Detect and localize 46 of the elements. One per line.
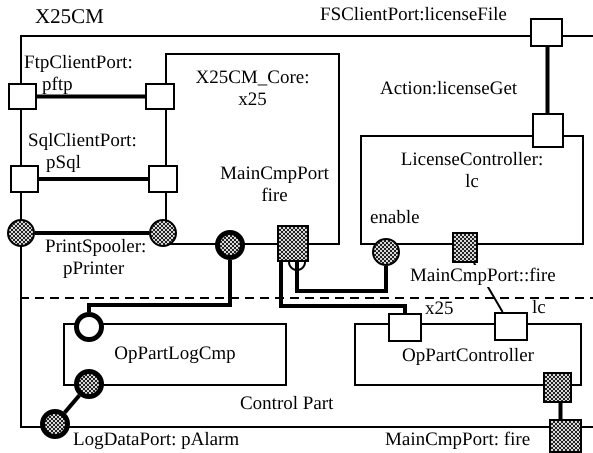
port-label: FtpClientPort: pftp [24, 52, 134, 96]
port-square [549, 419, 582, 453]
port-circle [372, 238, 400, 266]
connector [546, 47, 550, 113]
port-circle [40, 409, 70, 439]
port-label: FSClientPort:licenseFile [320, 4, 507, 26]
port-label: SqlClientPort: pSql [28, 130, 138, 174]
port-square [530, 18, 563, 47]
port-label: MainCmpPort fire [219, 163, 330, 207]
port-label: Action:licenseGet [380, 78, 518, 100]
port-circle [74, 312, 104, 342]
port-square [532, 113, 564, 148]
port-circle [74, 369, 104, 399]
port-square [145, 83, 175, 110]
port-label: x25 [425, 298, 454, 320]
part-name: OpPartController [401, 345, 535, 367]
connector [558, 403, 562, 419]
port-circle [215, 230, 245, 260]
component-title: X25CM [35, 5, 104, 27]
port-label: PrintSpooler: pPrinter [45, 236, 148, 280]
port-label: lc [532, 297, 546, 319]
port-circle [149, 219, 177, 247]
port-square [277, 225, 309, 262]
port-circle [7, 219, 35, 247]
connector [63, 394, 81, 414]
port-label: enable [370, 207, 420, 229]
connector [87, 260, 232, 312]
connector [279, 262, 407, 313]
port-square [148, 165, 178, 193]
port-square [543, 372, 572, 403]
connector [35, 231, 149, 235]
port-square [8, 83, 37, 110]
port-square [452, 232, 478, 263]
socket-connector [288, 261, 388, 293]
part-name: LicenseController: lc [400, 149, 544, 193]
port-label: LogDataPort: pAlarm [73, 429, 240, 451]
port-label: MainCmpPort::fire [410, 265, 556, 287]
port-label: MainCmpPort: fire [385, 429, 530, 451]
part-name: OpPartLogCmp [113, 343, 237, 365]
part-name: X25CM_Core: x25 [194, 67, 310, 111]
connector [37, 94, 145, 98]
port-square [388, 313, 422, 342]
connector [39, 177, 148, 181]
region-label: Control Part [240, 393, 334, 415]
port-square [10, 165, 39, 193]
port-square [494, 312, 528, 341]
